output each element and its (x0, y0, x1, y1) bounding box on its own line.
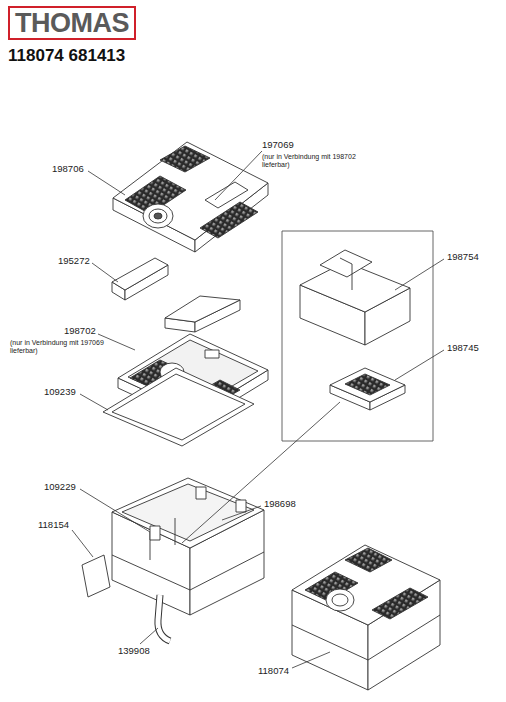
part-number: 109239 (44, 387, 76, 398)
filter-insert (330, 368, 405, 410)
part-number: 198698 (264, 499, 296, 510)
water-tank (112, 478, 264, 615)
part-number: 139908 (118, 646, 150, 657)
part-number: 109229 (44, 482, 76, 493)
lid-top (113, 142, 268, 252)
part-number: 198706 (52, 164, 84, 175)
drain-hose (158, 595, 170, 641)
part-number: 118154 (38, 520, 69, 531)
part-number: 197069 (262, 140, 294, 151)
detail-frame (282, 231, 433, 441)
availability-note: (nur in Verbindung mit 197069 lieferbar) (10, 339, 110, 355)
side-panel (82, 555, 110, 597)
part-number: 118074 (258, 666, 289, 677)
brand-logo: THOMAS (8, 6, 136, 40)
part-number: 198702 (64, 326, 96, 337)
part-number: 198754 (447, 252, 479, 263)
leader-lines (72, 151, 444, 668)
part-number: 195272 (58, 256, 90, 267)
assembled-unit (292, 545, 440, 690)
filter-pad (112, 258, 240, 332)
availability-note: (nur in Verbindung mit 198702 lieferbar) (262, 153, 362, 169)
gasket (103, 368, 254, 446)
part-number: 198745 (447, 343, 479, 354)
page-title: 118074 681413 (8, 46, 125, 66)
filter-cover (300, 250, 410, 345)
